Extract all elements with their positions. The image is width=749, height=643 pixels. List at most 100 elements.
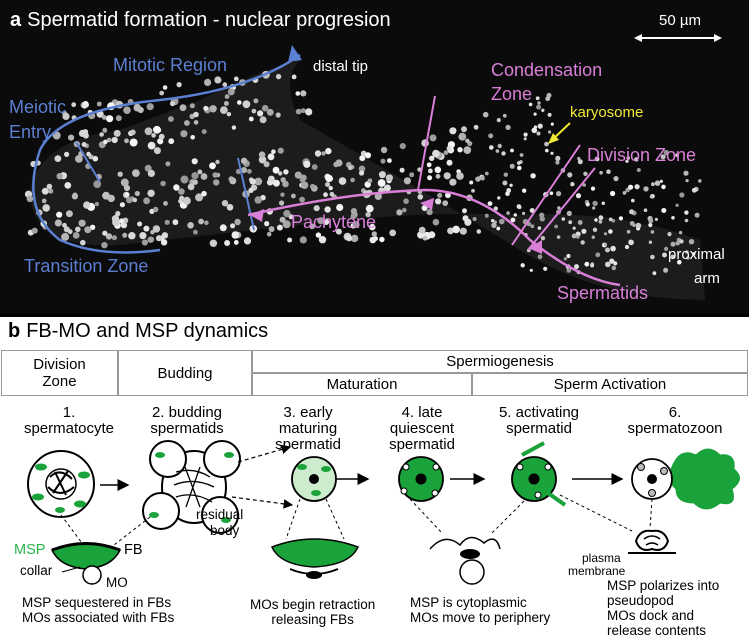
nucleus-dot [350,213,357,220]
fb-mo-1 [35,463,47,471]
nucleus-dot [313,205,320,212]
nucleus-dot [442,200,449,207]
stage-1-line2: spermatocyte [23,420,115,437]
nucleus-dot [537,254,543,260]
nucleus-dot [335,159,343,167]
mo-periph-1 [402,463,410,471]
early-fb-3 [311,490,321,496]
release-detail [559,494,676,554]
caption-1-line2: MOs associated with FBs [22,610,175,625]
nucleus-dot [134,190,140,197]
stage-1-title: 1. spermatocyte [14,405,124,437]
nucleus-dot [543,266,548,271]
nucleus-dot [536,131,541,136]
nucleus-dot [259,116,267,124]
nucleus-dot [471,188,475,193]
gonad-micrograph-drawing [24,34,722,300]
nucleus-dot [643,186,649,192]
nucleus-dot [165,161,171,167]
nucleus-dot [42,204,50,212]
activating-spermatid-cell [511,441,567,507]
nucleus-dot [318,236,327,244]
nucleus-dot [141,239,148,246]
nucleus-dot [305,108,313,116]
nucleus-dot [698,179,702,183]
nucleus-dot [200,173,208,180]
nucleus-dot [426,209,433,216]
nucleus-dot [476,229,482,234]
nucleus-dot [321,151,326,156]
nucleus-dot [299,196,305,203]
nucleus-dot [71,102,77,108]
retraction-mo [306,571,322,579]
caption-3: MSP is cytoplasmic MOs move to periphery [410,595,550,625]
stage-1-line1: 1. [62,404,76,421]
nucleus-dot [679,239,684,244]
nucleus-dot [396,209,403,216]
nucleus-dot [261,104,269,112]
nucleus-dot [686,256,690,260]
nucleus-dot [190,135,195,140]
nucleus-dot [152,225,161,233]
nucleus-dot [650,254,655,260]
nucleus-dot [603,242,608,247]
nucleus-dot [203,105,209,111]
nucleus-dot [191,172,199,180]
nucleus-dot [254,177,263,186]
stage-4-line2: quiescent [389,420,455,437]
nucleus-dot [86,151,91,157]
blue-arrowhead [288,45,302,62]
nucleus-dot [598,219,603,224]
nucleus-dot [691,187,697,193]
nucleus-dot [143,197,151,205]
nucleus-dot [605,261,611,268]
nucleus-dot [26,195,34,203]
nucleus-dot [422,235,428,241]
residual-label-1: residual [196,507,244,522]
stage-6-line1: 6. [668,404,682,421]
dashed-arrow-lower [231,496,294,509]
nucleus-dot [670,241,676,247]
fb-mo-2 [78,471,90,479]
caption-2: MOs begin retraction releasing FBs [250,597,375,627]
nucleus-dot [106,137,112,143]
nucleus-dot [162,85,168,90]
nucleus-dot [133,103,142,112]
nucleus-dot [101,242,108,249]
nucleus-dot [193,229,198,235]
nucleus-dot [106,115,114,123]
nucleus-dot [231,125,237,130]
nucleus-dot [618,216,624,221]
nucleus-dot [608,217,613,222]
budding-spermatids-cell [142,440,241,534]
bud-fb-3 [149,512,159,518]
nucleus-dot [580,240,585,245]
nucleus-dot [159,90,165,96]
nucleus-dot [648,222,653,228]
nucleus-dot [226,204,234,211]
nucleus-dot [168,116,174,122]
nucleus-dot [675,153,679,158]
nucleus-dot [359,155,366,162]
nucleus-dot [536,104,542,110]
nucleus-dot [314,150,322,157]
nucleus-dot [309,223,315,230]
nucleus-dot [325,174,333,183]
nucleus-dot [598,215,604,221]
panel-b-title-text: FB-MO and MSP dynamics [26,320,269,342]
nucleus-dot [65,210,73,218]
nucleus-dot [48,188,54,194]
nucleus-dot [219,224,227,232]
nucleus-dot [435,173,441,179]
nucleus-dot [571,233,577,239]
sz-mo-1 [637,463,645,471]
nucleus-dot [675,241,680,246]
nucleus-dot [561,217,566,221]
nucleus-dot [575,193,582,199]
nucleus-dot [248,116,254,122]
nucleus-dot [437,192,443,198]
nucleus-dot [649,195,654,199]
nucleus-dot [628,184,634,190]
nucleus-dot [541,108,545,113]
